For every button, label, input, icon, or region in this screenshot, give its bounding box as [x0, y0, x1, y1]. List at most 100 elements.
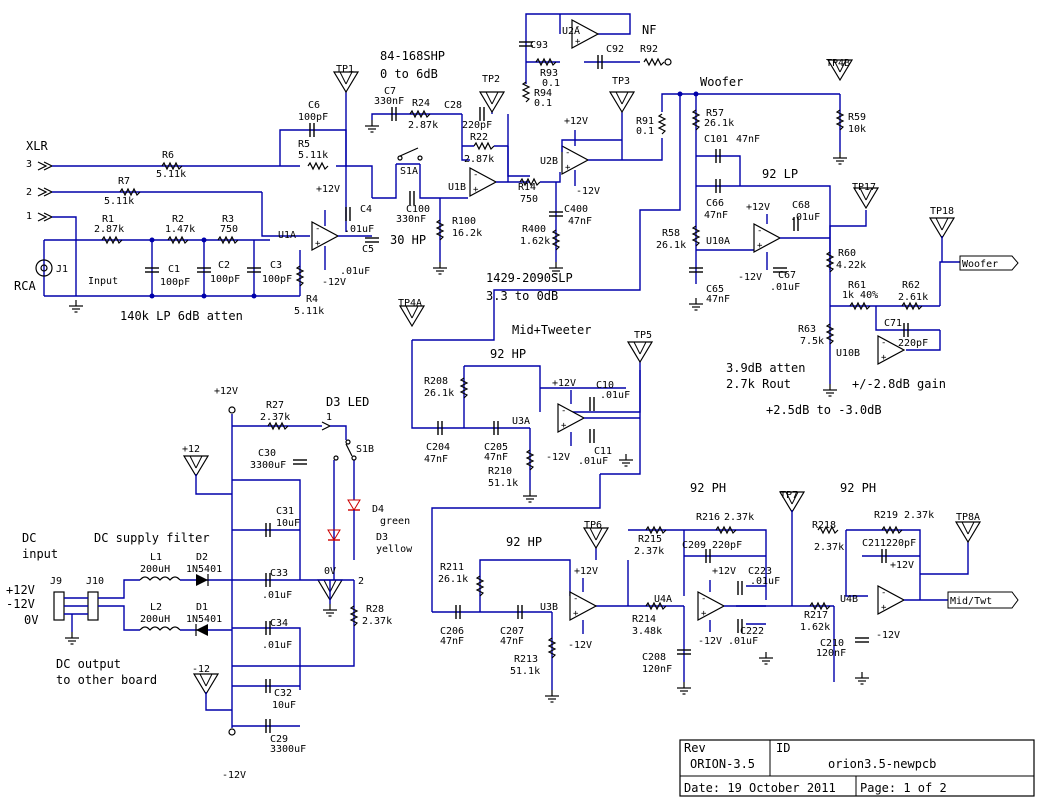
d2-diode-icon [196, 574, 208, 586]
r61-ref: R61 [848, 280, 866, 291]
gain28-note: +/-2.8dB gain [852, 377, 946, 391]
date-field: Date: 19 October 2011 [684, 781, 836, 795]
range25-note: +2.5dB to -3.0dB [766, 403, 882, 417]
u4a-label: U4A [654, 594, 672, 605]
u4b-label: U4B [840, 594, 858, 605]
u1a-label: U1A [278, 230, 296, 241]
u2b-pos-rail: +12V [564, 116, 588, 127]
d2-ref: D2 [196, 552, 208, 563]
r400-ref: R400 [522, 224, 546, 235]
c66-ref: C66 [706, 198, 724, 209]
c30-value: 3300uF [250, 460, 286, 471]
j1-label: J1 [56, 264, 68, 275]
u3a-neg-rail: -12V [546, 452, 570, 463]
r100-ref: R100 [452, 216, 476, 227]
dcout-note-line2: to other board [56, 673, 157, 687]
j9-connector-icon [53, 591, 65, 621]
l1-value: 200uH [140, 564, 170, 575]
r94-value: 0.1 [534, 98, 552, 109]
tp4b-label: TP4B [826, 58, 850, 69]
d3-color-label: yellow [376, 544, 413, 555]
c66-value: 47nF [704, 210, 728, 221]
dc-minus12-label: -12V [6, 597, 35, 611]
dcsupply-note: DC supply filter [94, 531, 210, 545]
u3a-pos-rail: +12V [552, 378, 576, 389]
j10-connector-icon [87, 591, 99, 621]
hp30-note: 30 HP [390, 233, 426, 247]
r59-ref: R59 [848, 112, 866, 123]
dc-0v-label: 0V [24, 613, 38, 627]
r7-ref: R7 [118, 176, 130, 187]
r4-value: 5.11k [294, 306, 324, 317]
c5-ref: C5 [362, 244, 374, 255]
u2a-label: U2A [562, 26, 580, 37]
c206-value: 47nF [440, 636, 464, 647]
c222-value: .01uF [728, 636, 758, 647]
c211-value: 220pF [886, 538, 916, 549]
tp2-label: TP2 [482, 74, 500, 85]
d3led-note: D3 LED [326, 395, 369, 409]
c400-ref: C400 [564, 204, 588, 215]
s1b-pin1-label: 1 [326, 412, 332, 423]
c28-ref: C28 [444, 100, 462, 111]
c11-ref: C11 [594, 446, 612, 457]
woofer-output-label: Woofer [962, 259, 998, 270]
c2-ref: C2 [218, 260, 230, 271]
r211-ref: R211 [440, 562, 464, 573]
u10a-neg-rail: -12V [738, 272, 762, 283]
r216-value: 2.37k [724, 512, 754, 523]
u1a-pos-rail: +12V [316, 184, 340, 195]
r28-pin2-label: 2 [358, 576, 364, 587]
slp-note: 1429-2090SLP [486, 271, 573, 285]
c101-value: 47nF [736, 134, 760, 145]
rca-jack-icon [35, 259, 53, 277]
tp-0v-label: 0V [324, 566, 336, 577]
c208-ref: C208 [642, 652, 666, 663]
r93-ref: R93 [540, 68, 558, 79]
r219-ref: R219 [874, 510, 898, 521]
c68-value: .01uF [790, 212, 820, 223]
d4-label: D4 [372, 504, 384, 515]
ph92b-note: 92 PH [840, 481, 876, 495]
supply-pos-label: +12V [214, 386, 238, 397]
r63-ref: R63 [798, 324, 816, 335]
r59-value: 10k [848, 124, 866, 135]
c223-ref: C223 [748, 566, 772, 577]
r3-ref: R3 [222, 214, 234, 225]
title-block: Rev ORION-3.5 ID orion3.5-newpcb Date: 1… [679, 739, 1035, 797]
r14-value: 750 [520, 194, 538, 205]
r27-value: 2.37k [260, 412, 290, 423]
c11-value: .01uF [578, 456, 608, 467]
d3-led-icon [327, 529, 341, 541]
u1b-label: U1B [448, 182, 466, 193]
lp140k-note: 140k LP 6dB atten [120, 309, 243, 323]
c207-value: 47nF [500, 636, 524, 647]
c207-ref: C207 [500, 626, 524, 637]
c209-value: 220pF [712, 540, 742, 551]
d1-diode-icon [196, 624, 208, 636]
c68-ref: C68 [792, 200, 810, 211]
r219-value: 2.37k [904, 510, 934, 521]
c4-ref: C4 [360, 204, 372, 215]
c33-value: .01uF [262, 590, 292, 601]
c34-value: .01uF [262, 640, 292, 651]
r217-value: 1.62k [800, 622, 830, 633]
c206-ref: C206 [440, 626, 464, 637]
u3b-label: U3B [540, 602, 558, 613]
woofer-note: Woofer [700, 75, 743, 89]
u4b-pos-rail: +12V [890, 560, 914, 571]
r91-value: 0.1 [636, 126, 654, 137]
r214-value: 3.48k [632, 626, 662, 637]
r210-ref: R210 [488, 466, 512, 477]
l2-value: 200uH [140, 614, 170, 625]
r92-ref: R92 [640, 44, 658, 55]
u4a-pos-rail: +12V [712, 566, 736, 577]
c2-value: 100pF [210, 274, 240, 285]
c101-ref: C101 [704, 134, 728, 145]
c5-value: .01uF [340, 266, 370, 277]
nf-section: U2A NF C93 R93 0.1 R94 0.1 C92 R92 [518, 13, 672, 109]
r2-value: 1.47k [165, 224, 195, 235]
c4-value: .01uF [344, 224, 374, 235]
c67-value: .01uF [770, 282, 800, 293]
shp-note: 84-168SHP [380, 49, 445, 63]
